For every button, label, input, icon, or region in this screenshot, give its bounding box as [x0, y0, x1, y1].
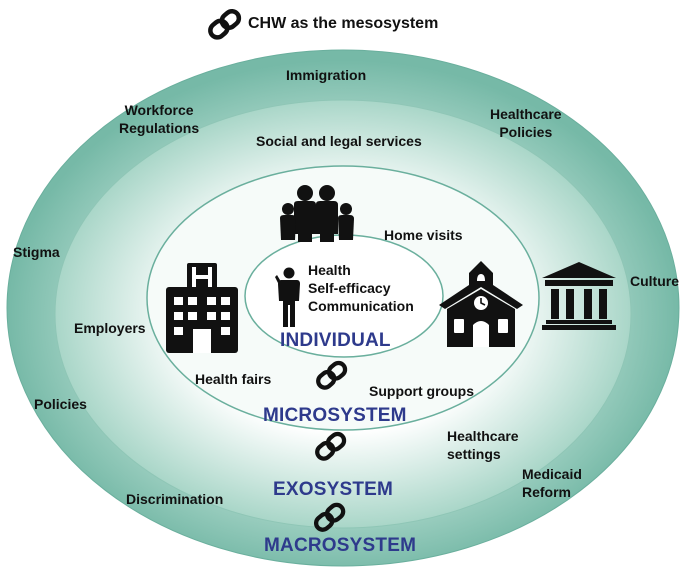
diagram-title: CHW as the mesosystem: [206, 6, 438, 42]
individual-attributes: Health Self-efficacy Communication: [308, 261, 414, 316]
chain-link-icon: [208, 8, 242, 40]
healthcare-policies-line-1: Healthcare: [490, 106, 562, 122]
label-communication: Communication: [308, 298, 414, 315]
label-discrimination: Discrimination: [126, 491, 224, 507]
label-self-efficacy: Self-efficacy: [308, 280, 391, 297]
system-macrosystem: MACROSYSTEM: [264, 535, 417, 556]
school-house-icon: [439, 261, 523, 347]
healthcare-settings-line-2: settings: [447, 445, 501, 462]
chain-link-icon: [315, 431, 347, 461]
label-healthcare-policies: Healthcare Policies: [490, 106, 562, 141]
chain-link-icon: [313, 502, 346, 532]
medicaid-line-1: Medicaid: [522, 466, 582, 482]
label-healthcare-settings: Healthcare settings: [447, 428, 519, 463]
label-social-legal-services: Social and legal services: [256, 133, 422, 149]
label-stigma: Stigma: [13, 244, 60, 260]
label-health-fairs: Health fairs: [195, 371, 272, 387]
medicaid-line-2: Reform: [522, 483, 572, 500]
label-culture: Culture: [630, 273, 679, 289]
label-medicaid-reform: Medicaid Reform: [522, 466, 582, 501]
chain-link-icon: [316, 360, 348, 390]
courthouse-icon: [542, 262, 616, 330]
system-individual: INDIVIDUAL: [280, 330, 391, 351]
label-employers: Employers: [74, 320, 146, 336]
label-support-groups: Support groups: [369, 383, 474, 399]
label-workforce-regulations: Workforce Regulations: [119, 102, 199, 137]
workforce-line-2: Regulations: [119, 119, 200, 136]
workforce-line-1: Workforce: [124, 102, 194, 118]
family-icon: [280, 185, 354, 242]
label-policies: Policies: [34, 396, 87, 412]
system-exosystem: EXOSYSTEM: [273, 479, 394, 500]
healthcare-policies-line-2: Policies: [499, 123, 553, 140]
label-health: Health: [308, 262, 351, 278]
person-icon: [275, 267, 300, 327]
healthcare-settings-line-1: Healthcare: [447, 428, 519, 444]
label-home-visits: Home visits: [384, 227, 463, 243]
label-immigration: Immigration: [286, 67, 367, 83]
title-text: CHW as the mesosystem: [248, 15, 439, 32]
system-microsystem: MICROSYSTEM: [263, 405, 407, 426]
hospital-icon: [166, 263, 238, 353]
